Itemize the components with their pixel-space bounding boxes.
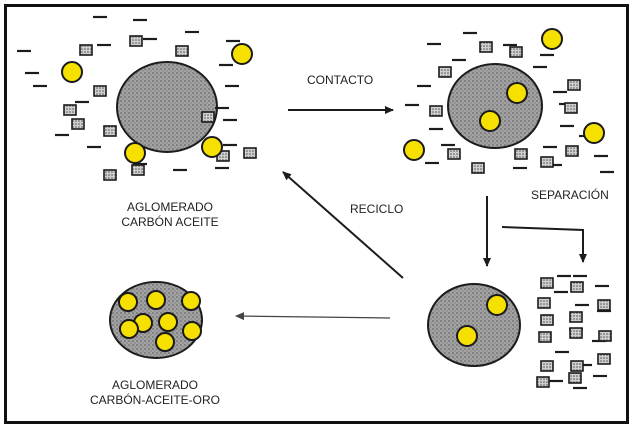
- gold-particle-icon: [158, 312, 178, 332]
- mineral-particle-icon: [568, 372, 582, 384]
- label-contacto: CONTACTO: [307, 73, 374, 87]
- mineral-particle-icon: [129, 35, 143, 47]
- mineral-particle-icon: [570, 281, 584, 293]
- mineral-particle-icon: [103, 125, 117, 137]
- mineral-particle-icon: [93, 85, 107, 97]
- carbon-oil-agglomerate-icon: [116, 61, 218, 153]
- mineral-particle-icon: [540, 277, 554, 289]
- mineral-particle-icon: [540, 156, 554, 168]
- mineral-particle-icon: [597, 353, 611, 365]
- mineral-particle-icon: [598, 330, 612, 342]
- mineral-particle-icon: [564, 102, 578, 114]
- label-carbon-oil-gold-line1: AGLOMERADO: [111, 378, 198, 392]
- carbon-gold-contact-agglomerate-icon: [447, 63, 543, 149]
- mineral-particle-icon: [63, 104, 77, 116]
- mineral-particle-icon: [570, 360, 584, 372]
- mineral-particle-icon: [479, 41, 493, 53]
- gold-particle-icon: [124, 142, 146, 164]
- mineral-particle-icon: [567, 79, 581, 91]
- gold-particle-icon: [231, 43, 253, 65]
- label-carbon-oil-gold-line2: CARBÓN-ACEITE-ORO: [89, 393, 220, 407]
- label-reciclo: RECICLO: [350, 202, 404, 216]
- mineral-particle-icon: [429, 105, 443, 117]
- mineral-particle-icon: [514, 148, 528, 160]
- mineral-particle-icon: [540, 314, 554, 326]
- separated-agglomerate-icon: [427, 283, 521, 367]
- gold-particle-icon: [182, 321, 202, 341]
- mineral-particle-icon: [565, 145, 579, 157]
- mineral-particle-icon: [538, 331, 552, 343]
- mineral-particle-icon: [569, 311, 583, 323]
- gold-particle-icon: [61, 61, 83, 83]
- mineral-particle-icon: [71, 118, 85, 130]
- gold-particle-icon: [583, 122, 605, 144]
- mineral-particle-icon: [536, 376, 550, 388]
- gold-particle-icon: [181, 291, 201, 311]
- gold-particle-icon: [146, 290, 166, 310]
- mineral-particle-icon: [509, 46, 523, 58]
- product-arrow: [235, 312, 391, 321]
- label-carbon-oil-agglomerate: AGLOMERADO CARBÓN ACEITE: [110, 200, 230, 230]
- mineral-particle-icon: [131, 164, 145, 176]
- mineral-particle-icon: [438, 66, 452, 78]
- gold-particles-layer: [61, 28, 605, 352]
- arrows-layer: [235, 106, 587, 321]
- mineral-particle-icon: [201, 111, 215, 123]
- mineral-particle-icon: [597, 299, 611, 311]
- label-carbon-oil-gold-agglomerate: AGLOMERADO CARBÓN-ACEITE-ORO: [75, 378, 235, 408]
- gold-particle-icon: [479, 110, 501, 132]
- diagram-frame: [4, 4, 629, 424]
- gold-particle-icon: [541, 28, 563, 50]
- gold-particle-icon: [486, 294, 508, 316]
- gold-particle-icon: [118, 292, 138, 312]
- mineral-particle-icon: [540, 360, 554, 372]
- gold-particle-icon: [456, 325, 478, 347]
- label-separacion: SEPARACIÓN: [531, 188, 609, 202]
- gold-particle-icon: [201, 136, 223, 158]
- mineral-particle-icon: [243, 147, 257, 159]
- gold-particle-icon: [403, 139, 425, 161]
- gold-particle-icon: [506, 82, 528, 104]
- mineral-particle-icon: [103, 169, 117, 181]
- mineral-particle-icon: [471, 162, 485, 174]
- mineral-particle-icon: [79, 44, 93, 56]
- separation-side-arrow: [501, 226, 587, 263]
- mineral-particle-icon: [447, 148, 461, 160]
- mineral-particle-icon: [175, 45, 189, 57]
- gold-particle-icon: [155, 332, 175, 352]
- mineral-particle-icon: [537, 297, 551, 309]
- label-carbon-oil-line2: CARBÓN ACEITE: [121, 215, 219, 229]
- gold-particle-icon: [119, 319, 139, 339]
- label-carbon-oil-line1: AGLOMERADO: [126, 200, 213, 214]
- mineral-squares-layer: [63, 35, 612, 388]
- recycle-arrow: [282, 171, 404, 279]
- mineral-particle-icon: [569, 327, 583, 339]
